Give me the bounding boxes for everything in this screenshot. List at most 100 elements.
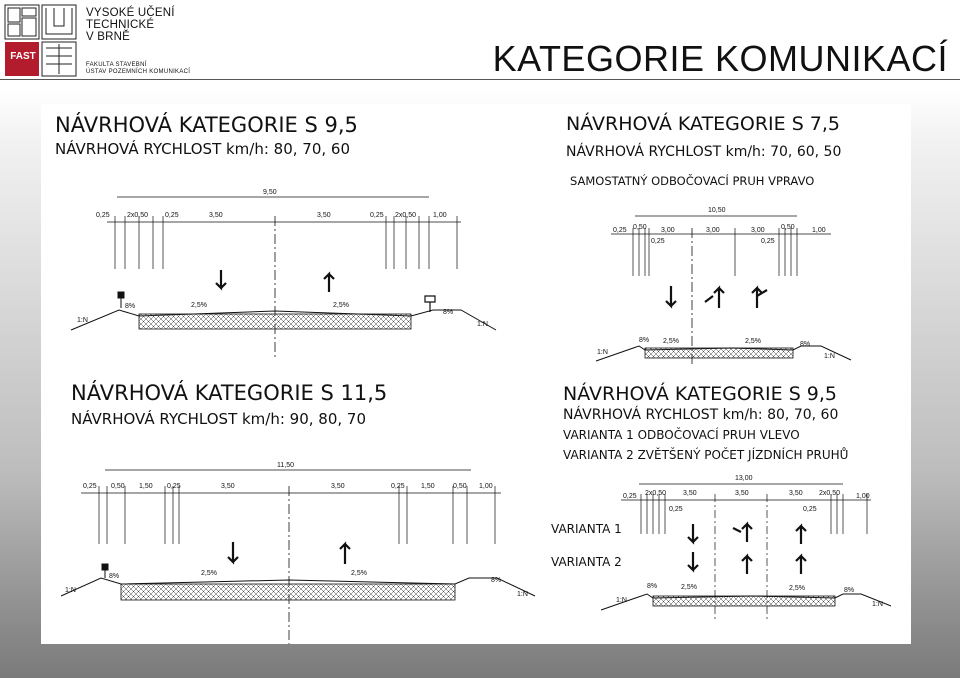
dimension: 0,25	[96, 212, 110, 219]
slope-label: 1:N	[77, 317, 88, 324]
slope-label: 1:N	[477, 321, 488, 328]
section-s115: NÁVRHOVÁ KATEGORIE S 11,5 NÁVRHOVÁ RYCHL…	[60, 380, 536, 644]
dimension: 1,00	[479, 483, 493, 490]
cross-slope: 2,5%	[333, 302, 349, 309]
dimension: 2x0,50	[645, 490, 666, 497]
guide-post-icon	[117, 291, 125, 308]
cross-sections-svg: NÁVRHOVÁ KATEGORIE S 9,5 NÁVRHOVÁ RYCHLO…	[55, 112, 892, 644]
verge-slope: 8%	[800, 341, 810, 348]
dimension: 0,50	[781, 224, 795, 231]
section-title: NÁVRHOVÁ KATEGORIE S 11,5	[71, 380, 387, 405]
university-name: VYSOKÉ UČENÍ TECHNICKÉ V BRNĚ	[86, 7, 175, 43]
variant-label: VARIANTA 2	[551, 555, 622, 569]
dimension: 3,50	[209, 212, 223, 219]
section-title: NÁVRHOVÁ KATEGORIE S 9,5	[563, 382, 837, 405]
slope-label: 1:N	[517, 591, 528, 598]
slope-label: 1:N	[824, 353, 835, 360]
dimension: 3,50	[789, 490, 803, 497]
dimension: 3,00	[661, 227, 675, 234]
variant-description: VARIANTA 1 ODBOČOVACÍ PRUH VLEVO	[563, 427, 800, 442]
cross-slope: 2,5%	[201, 570, 217, 577]
section-note: SAMOSTATNÝ ODBOČOVACÍ PRUH VPRAVO	[570, 173, 814, 188]
dimension: 3,50	[735, 490, 749, 497]
dimension: 1,50	[139, 483, 153, 490]
extension-lines	[640, 494, 868, 534]
dimension: 0,25	[83, 483, 97, 490]
lane-arrow-up-icon	[741, 553, 753, 574]
verge-slope: 8%	[109, 573, 119, 580]
lane-arrow-left-up-icon	[732, 521, 753, 542]
slope-label: 1:N	[65, 587, 76, 594]
extension-lines	[114, 216, 458, 269]
lane-arrow-up-icon	[339, 541, 351, 564]
total-dimension: 10,50	[708, 207, 726, 214]
dimension: 0,25	[613, 227, 627, 234]
total-dimension: 13,00	[735, 475, 753, 482]
university-line: V BRNĚ	[86, 31, 131, 43]
dimension: 3,50	[683, 490, 697, 497]
verge-slope: 8%	[844, 587, 854, 594]
dimension: 0,25	[669, 506, 683, 513]
cross-sections-figure: NÁVRHOVÁ KATEGORIE S 9,5 NÁVRHOVÁ RYCHLO…	[41, 104, 911, 644]
dimension: 0,25	[803, 506, 817, 513]
pavement-layers	[644, 347, 794, 359]
header-divider	[0, 79, 960, 80]
verge-slope: 8%	[491, 577, 501, 584]
lane-arrow-down-icon	[687, 552, 699, 573]
dimension: 3,00	[706, 227, 720, 234]
dimension: 3,50	[331, 483, 345, 490]
traffic-sign-icon	[424, 295, 436, 312]
slope-label: 1:N	[616, 597, 627, 604]
dimension: 3,00	[751, 227, 765, 234]
pavement-layers	[652, 595, 836, 607]
dimension: 0,50	[111, 483, 125, 490]
dimension: 0,25	[391, 483, 405, 490]
dimension: 1,00	[856, 493, 870, 500]
section-speed: NÁVRHOVÁ RYCHLOST km/h: 70, 60, 50	[566, 143, 841, 160]
cross-slope: 2,5%	[191, 302, 207, 309]
faculty-line: ÚSTAV POZEMNÍCH KOMUNIKACÍ	[86, 69, 191, 75]
road-profile	[70, 309, 497, 331]
cross-slope: 2,5%	[681, 584, 697, 591]
guide-post-icon	[101, 563, 109, 578]
lane-arrow-up-icon	[323, 271, 335, 292]
dimension: 0,50	[453, 483, 467, 490]
slope-label: 1:N	[597, 349, 608, 356]
lane-arrow-up-icon	[795, 523, 807, 544]
road-profile	[60, 577, 536, 597]
lane-arrow-up-icon	[795, 553, 807, 574]
faculty-name: FAKULTA STAVEBNÍ ÚSTAV POZEMNÍCH KOMUNIK…	[86, 62, 190, 76]
fast-logo: FAST VYSOKÉ UČENÍ TECHNICKÉ V BRNĚ FAKUL…	[4, 4, 194, 80]
pavement-layers	[138, 313, 412, 330]
extension-lines	[632, 228, 798, 276]
logo-text: FAST	[10, 51, 36, 62]
lane-arrow-down-icon	[665, 286, 677, 309]
cross-slope: 2,5%	[745, 338, 761, 345]
dimension: 3,50	[317, 212, 331, 219]
section-speed: NÁVRHOVÁ RYCHLOST km/h: 80, 70, 60	[55, 139, 350, 158]
variant-label: VARIANTA 1	[551, 522, 622, 536]
section-s75: NÁVRHOVÁ KATEGORIE S 7,5 NÁVRHOVÁ RYCHLO…	[566, 112, 852, 364]
dimension: 1,00	[812, 227, 826, 234]
lane-arrow-down-icon	[227, 542, 239, 565]
verge-slope: 8%	[443, 309, 453, 316]
dimension: 1,00	[433, 212, 447, 219]
dimension: 0,25	[167, 483, 181, 490]
lane-arrow-down-icon	[215, 270, 227, 291]
dimension: 2x0,50	[395, 212, 416, 219]
lane-arrow-down-icon	[687, 524, 699, 545]
section-s95-variants: NÁVRHOVÁ KATEGORIE S 9,5 NÁVRHOVÁ RYCHLO…	[551, 382, 892, 622]
section-title: NÁVRHOVÁ KATEGORIE S 7,5	[566, 112, 840, 135]
cross-slope: 2,5%	[663, 338, 679, 345]
dimension: 0,25	[165, 212, 179, 219]
section-speed: NÁVRHOVÁ RYCHLOST km/h: 90, 80, 70	[71, 409, 366, 428]
verge-slope: 8%	[639, 337, 649, 344]
total-dimension: 11,50	[277, 462, 294, 469]
page-title: KATEGORIE KOMUNIKACÍ	[492, 38, 948, 79]
dimension: 0,25	[761, 238, 775, 245]
university-emblem-icon	[4, 4, 77, 77]
lane-arrow-left-up-icon	[704, 285, 725, 308]
university-line: TECHNICKÉ	[86, 19, 155, 31]
dimension: 0,25	[623, 493, 637, 500]
section-s95: NÁVRHOVÁ KATEGORIE S 9,5 NÁVRHOVÁ RYCHLO…	[55, 112, 497, 360]
